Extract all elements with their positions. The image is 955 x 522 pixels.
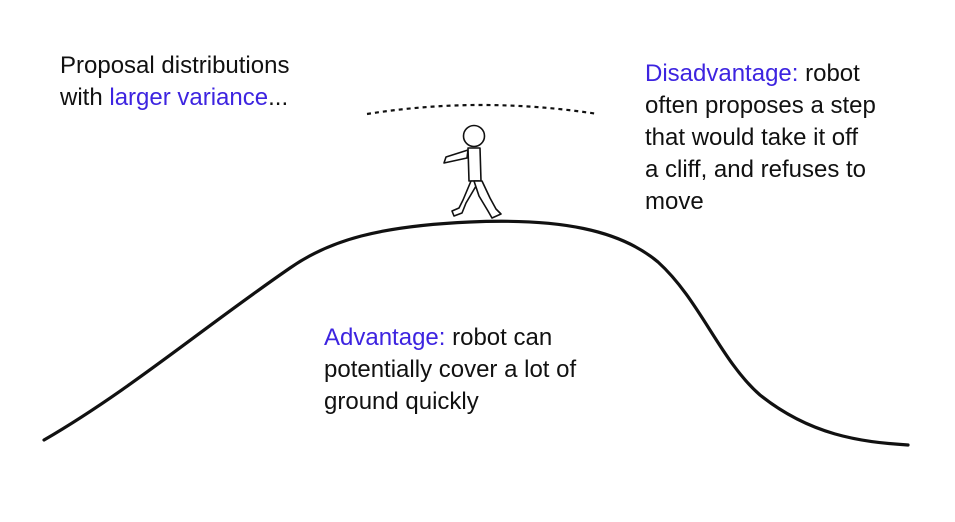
intro-text: Proposal distributions with larger varia… — [60, 50, 289, 114]
intro-line-1: Proposal distributions — [60, 52, 290, 79]
proposal-range-dotted-line — [366, 103, 599, 116]
advantage-line-3: ground quickly — [324, 388, 479, 415]
disadvantage-text: Disadvantage: robot often proposes a ste… — [645, 58, 876, 218]
walking-robot-icon — [443, 124, 502, 219]
disadvantage-label: Disadvantage: — [645, 60, 799, 87]
advantage-line-1-rest: robot can — [445, 324, 553, 351]
advantage-line-1: Advantage: robot can — [324, 322, 576, 354]
intro-line-2-prefix: with — [60, 84, 110, 111]
advantage-line-2: potentially cover a lot of — [324, 356, 577, 383]
advantage-text: Advantage: robot can potentially cover a… — [324, 322, 576, 418]
intro-line-2-suffix: ... — [268, 84, 289, 111]
hill-curve — [42, 219, 910, 447]
disadvantage-line-1: Disadvantage: robot — [645, 58, 876, 90]
disadvantage-line-5: move — [645, 188, 704, 215]
disadvantage-line-1-rest: robot — [798, 60, 860, 87]
disadvantage-line-2: often proposes a step — [645, 92, 876, 119]
advantage-label: Advantage: — [324, 324, 446, 351]
intro-line-2: with larger variance... — [60, 82, 289, 114]
larger-variance-highlight: larger variance — [109, 84, 269, 111]
disadvantage-line-4: a cliff, and refuses to — [645, 156, 867, 183]
disadvantage-line-3: that would take it off — [645, 124, 859, 151]
